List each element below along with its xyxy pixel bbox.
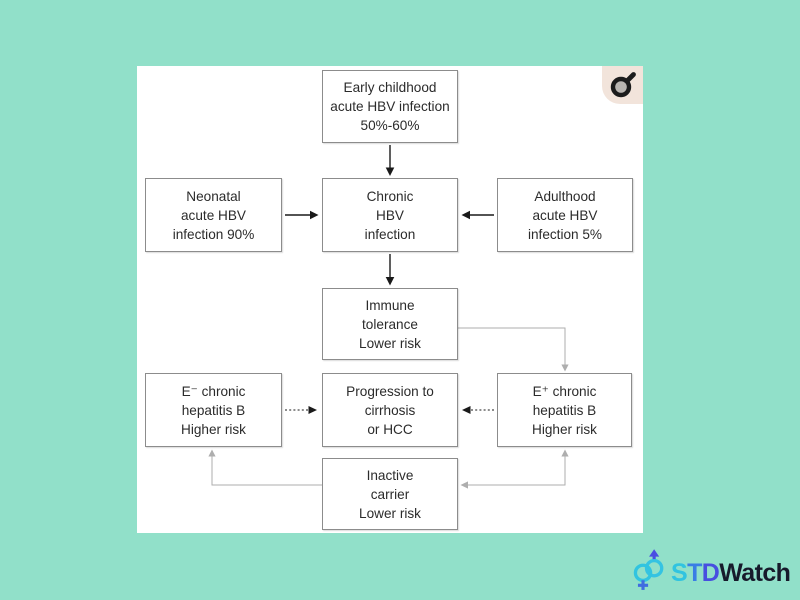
flow-box-line: infection 5% <box>527 226 603 242</box>
flow-box-adulthood-acute-hbv: Adulthood acute HBV infection 5% <box>497 178 633 252</box>
arrow-inactive-carrier-to-e-negative <box>208 449 322 486</box>
arrow-early-childhood-to-chronic <box>385 145 395 176</box>
flow-box-line: infection 90% <box>172 226 255 242</box>
flow-box-line: cirrhosis <box>364 402 416 418</box>
arrow-e-negative-to-progression <box>285 406 317 414</box>
flow-box-line: hepatitis B <box>181 402 246 418</box>
gender-symbols-icon <box>633 549 664 590</box>
male-symbol-badge <box>602 66 643 104</box>
flow-box-line: acute HBV infection <box>330 99 450 114</box>
flow-box-line: or HCC <box>367 421 413 437</box>
arrow-chronic-to-immune-tolerance <box>385 254 395 286</box>
arrow-immune-tolerance-to-e-positive <box>458 327 569 372</box>
arrow-neonatal-to-chronic <box>285 210 319 220</box>
flow-box-line: Progression to <box>346 383 434 399</box>
flow-box-inactive-carrier: Inactive carrier Lower risk <box>322 458 458 530</box>
flow-box-immune-tolerance: Immune tolerance Lower risk <box>322 288 458 360</box>
flow-box-line: acute HBV <box>181 207 246 223</box>
flow-box-line: E⁺ chronic <box>532 383 597 399</box>
flow-box-early-childhood-acute-hbv: Early childhood acute HBV infection 50%-… <box>322 70 458 143</box>
arrow-inactive-carrier-e-positive-bidirectional <box>460 449 569 489</box>
logo-watch: Watch <box>719 559 791 587</box>
flow-box-chronic-hbv: Chronic HBV infection <box>322 178 458 252</box>
flow-box-line: Inactive <box>366 467 414 483</box>
flow-box-line: Neonatal <box>186 188 241 204</box>
stdwatch-logo: S T D Watch <box>631 548 791 593</box>
flow-box-line: acute HBV <box>532 207 598 223</box>
logo-text: S T D Watch <box>671 553 791 588</box>
flow-box-progression-cirrhosis-hcc: Progression to cirrhosis or HCC <box>322 373 458 447</box>
arrow-e-positive-to-progression <box>462 406 494 414</box>
flow-box-line: Chronic <box>366 188 414 204</box>
flow-box-line: E⁻ chronic <box>181 383 246 399</box>
logo-letter-d: D <box>701 559 720 587</box>
arrow-adulthood-to-chronic <box>461 210 494 220</box>
flow-box-neonatal-acute-hbv: Neonatal acute HBV infection 90% <box>145 178 282 252</box>
flow-box-line: Higher risk <box>181 421 246 437</box>
flow-box-line: hepatitis B <box>532 402 597 418</box>
flow-box-line: infection <box>364 226 416 242</box>
flow-box-line: 50%-60% <box>360 118 420 133</box>
flow-box-line: Lower risk <box>359 335 421 351</box>
male-symbol-icon <box>610 72 636 98</box>
flow-box-line: carrier <box>370 486 410 502</box>
flow-box-line: tolerance <box>362 316 418 332</box>
logo-letter-s: S <box>671 559 688 587</box>
flow-box-e-positive-chronic-hepatitis-b: E⁺ chronic hepatitis B Higher risk <box>497 373 632 447</box>
flow-box-line: Lower risk <box>359 505 421 521</box>
flow-box-line: HBV <box>376 207 404 223</box>
flow-box-line: Higher risk <box>532 421 597 437</box>
flow-box-e-negative-chronic-hepatitis-b: E⁻ chronic hepatitis B Higher risk <box>145 373 282 447</box>
flow-box-line: Adulthood <box>534 188 596 204</box>
flowchart-card: Early childhood acute HBV infection 50%-… <box>137 66 643 533</box>
flow-box-line: Immune <box>365 297 415 313</box>
flow-box-line: Early childhood <box>343 80 437 95</box>
logo-letter-t: T <box>687 559 702 587</box>
